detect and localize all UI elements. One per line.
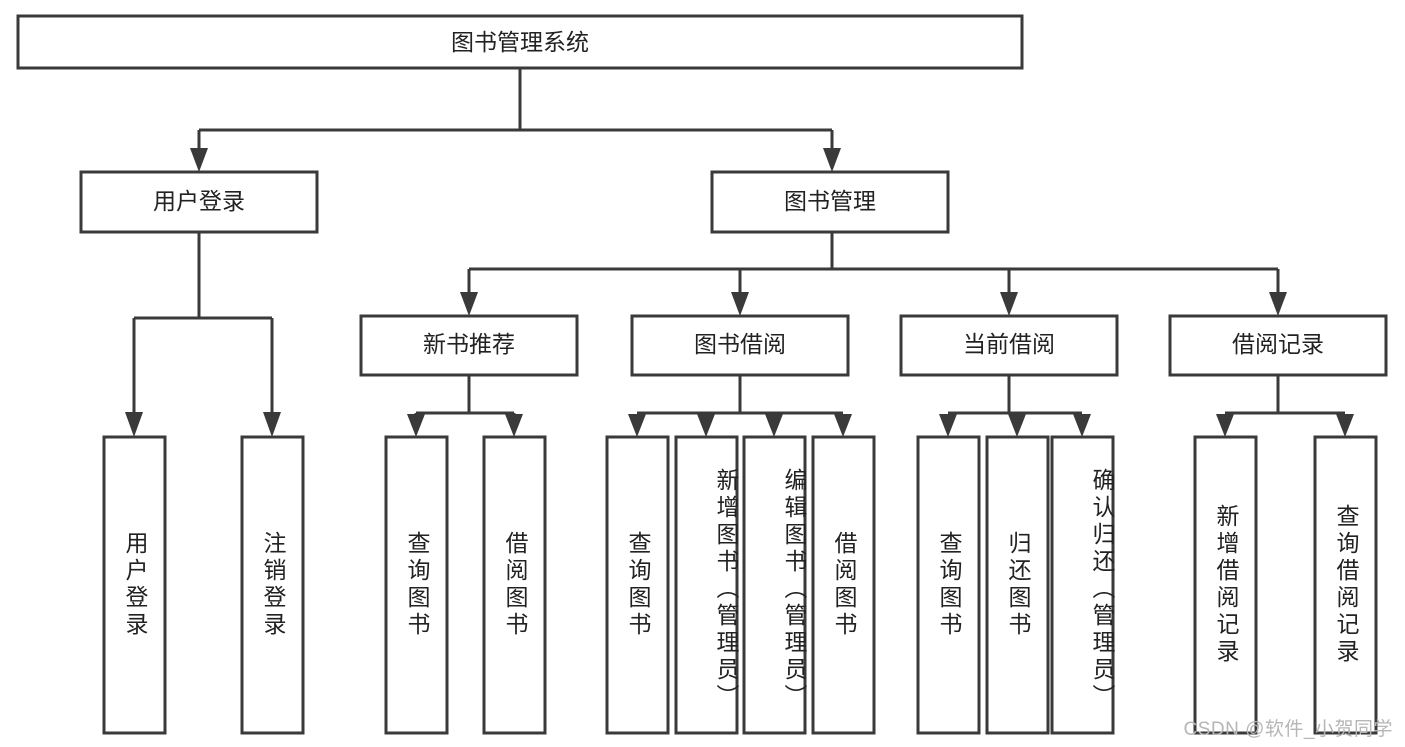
leaf-nb-borrow-box[interactable] <box>482 435 547 735</box>
arrowhead-new-book <box>460 292 478 316</box>
arrowhead-leaf-user-login <box>125 412 143 437</box>
arrowhead-nb-borrow <box>505 414 523 437</box>
leaf-cb-query-box[interactable] <box>916 435 981 735</box>
leaf-bb-add-box[interactable] <box>674 435 739 735</box>
node-borrow-record-label: 借阅记录 <box>1232 331 1324 357</box>
arrowhead-bb-borrow <box>834 414 852 437</box>
arrowhead-cb-query <box>939 414 957 437</box>
leaf-cb-confirm-box[interactable] <box>1050 435 1115 735</box>
leaf-bb-query-box[interactable] <box>605 435 670 735</box>
leaf-br-query-box[interactable] <box>1313 435 1378 735</box>
node-new-book-box[interactable] <box>359 314 579 377</box>
arrowhead-cb-return <box>1008 414 1026 437</box>
arrowhead-current-borrow <box>1000 292 1018 316</box>
arrowhead-borrow-record <box>1269 292 1287 316</box>
leaf-user-login-box[interactable] <box>102 435 167 735</box>
arrowhead-br-query <box>1336 414 1354 437</box>
leaf-bb-borrow-box[interactable] <box>811 435 876 735</box>
node-current-borrow-box[interactable] <box>899 314 1119 377</box>
watermark-text: CSDN @软件_小贺同学 <box>1183 719 1393 740</box>
node-user-login-box[interactable] <box>79 170 319 234</box>
arrowhead-cb-confirm <box>1073 414 1091 437</box>
node-root-label: 图书管理系统 <box>451 29 589 55</box>
arrowhead-user-login <box>190 148 208 172</box>
arrowhead-bb-edit <box>765 414 783 437</box>
arrowhead-br-add <box>1216 414 1234 437</box>
leaf-br-add-box[interactable] <box>1193 435 1258 735</box>
arrowhead-leaf-logout <box>263 412 281 437</box>
node-book-borrow-box[interactable] <box>630 314 850 377</box>
node-book-manage-box[interactable] <box>710 170 950 234</box>
leaf-nb-query-box[interactable] <box>384 435 449 735</box>
node-new-book-label: 新书推荐 <box>423 331 515 357</box>
node-book-borrow-label: 图书借阅 <box>694 331 786 357</box>
node-user-login-label: 用户登录 <box>153 188 245 214</box>
arrowhead-book-manage <box>823 148 841 172</box>
node-group: 图书管理系统 用户登录 图书管理 新书推荐 图书借阅 当前借阅 借阅记录 <box>16 14 1388 735</box>
leaf-logout-box[interactable] <box>240 435 305 735</box>
node-current-borrow-label: 当前借阅 <box>963 331 1055 357</box>
arrowhead-bb-query <box>628 414 646 437</box>
arrowhead-nb-query <box>407 414 425 437</box>
arrowhead-book-borrow <box>731 292 749 316</box>
node-book-manage-label: 图书管理 <box>784 188 876 214</box>
node-root-box[interactable] <box>16 14 1024 70</box>
connector-group <box>125 68 1354 437</box>
arrowhead-bb-add <box>697 414 715 437</box>
leaf-bb-edit-box[interactable] <box>742 435 807 735</box>
node-borrow-record-box[interactable] <box>1168 314 1388 377</box>
leaf-cb-return-box[interactable] <box>985 435 1050 735</box>
